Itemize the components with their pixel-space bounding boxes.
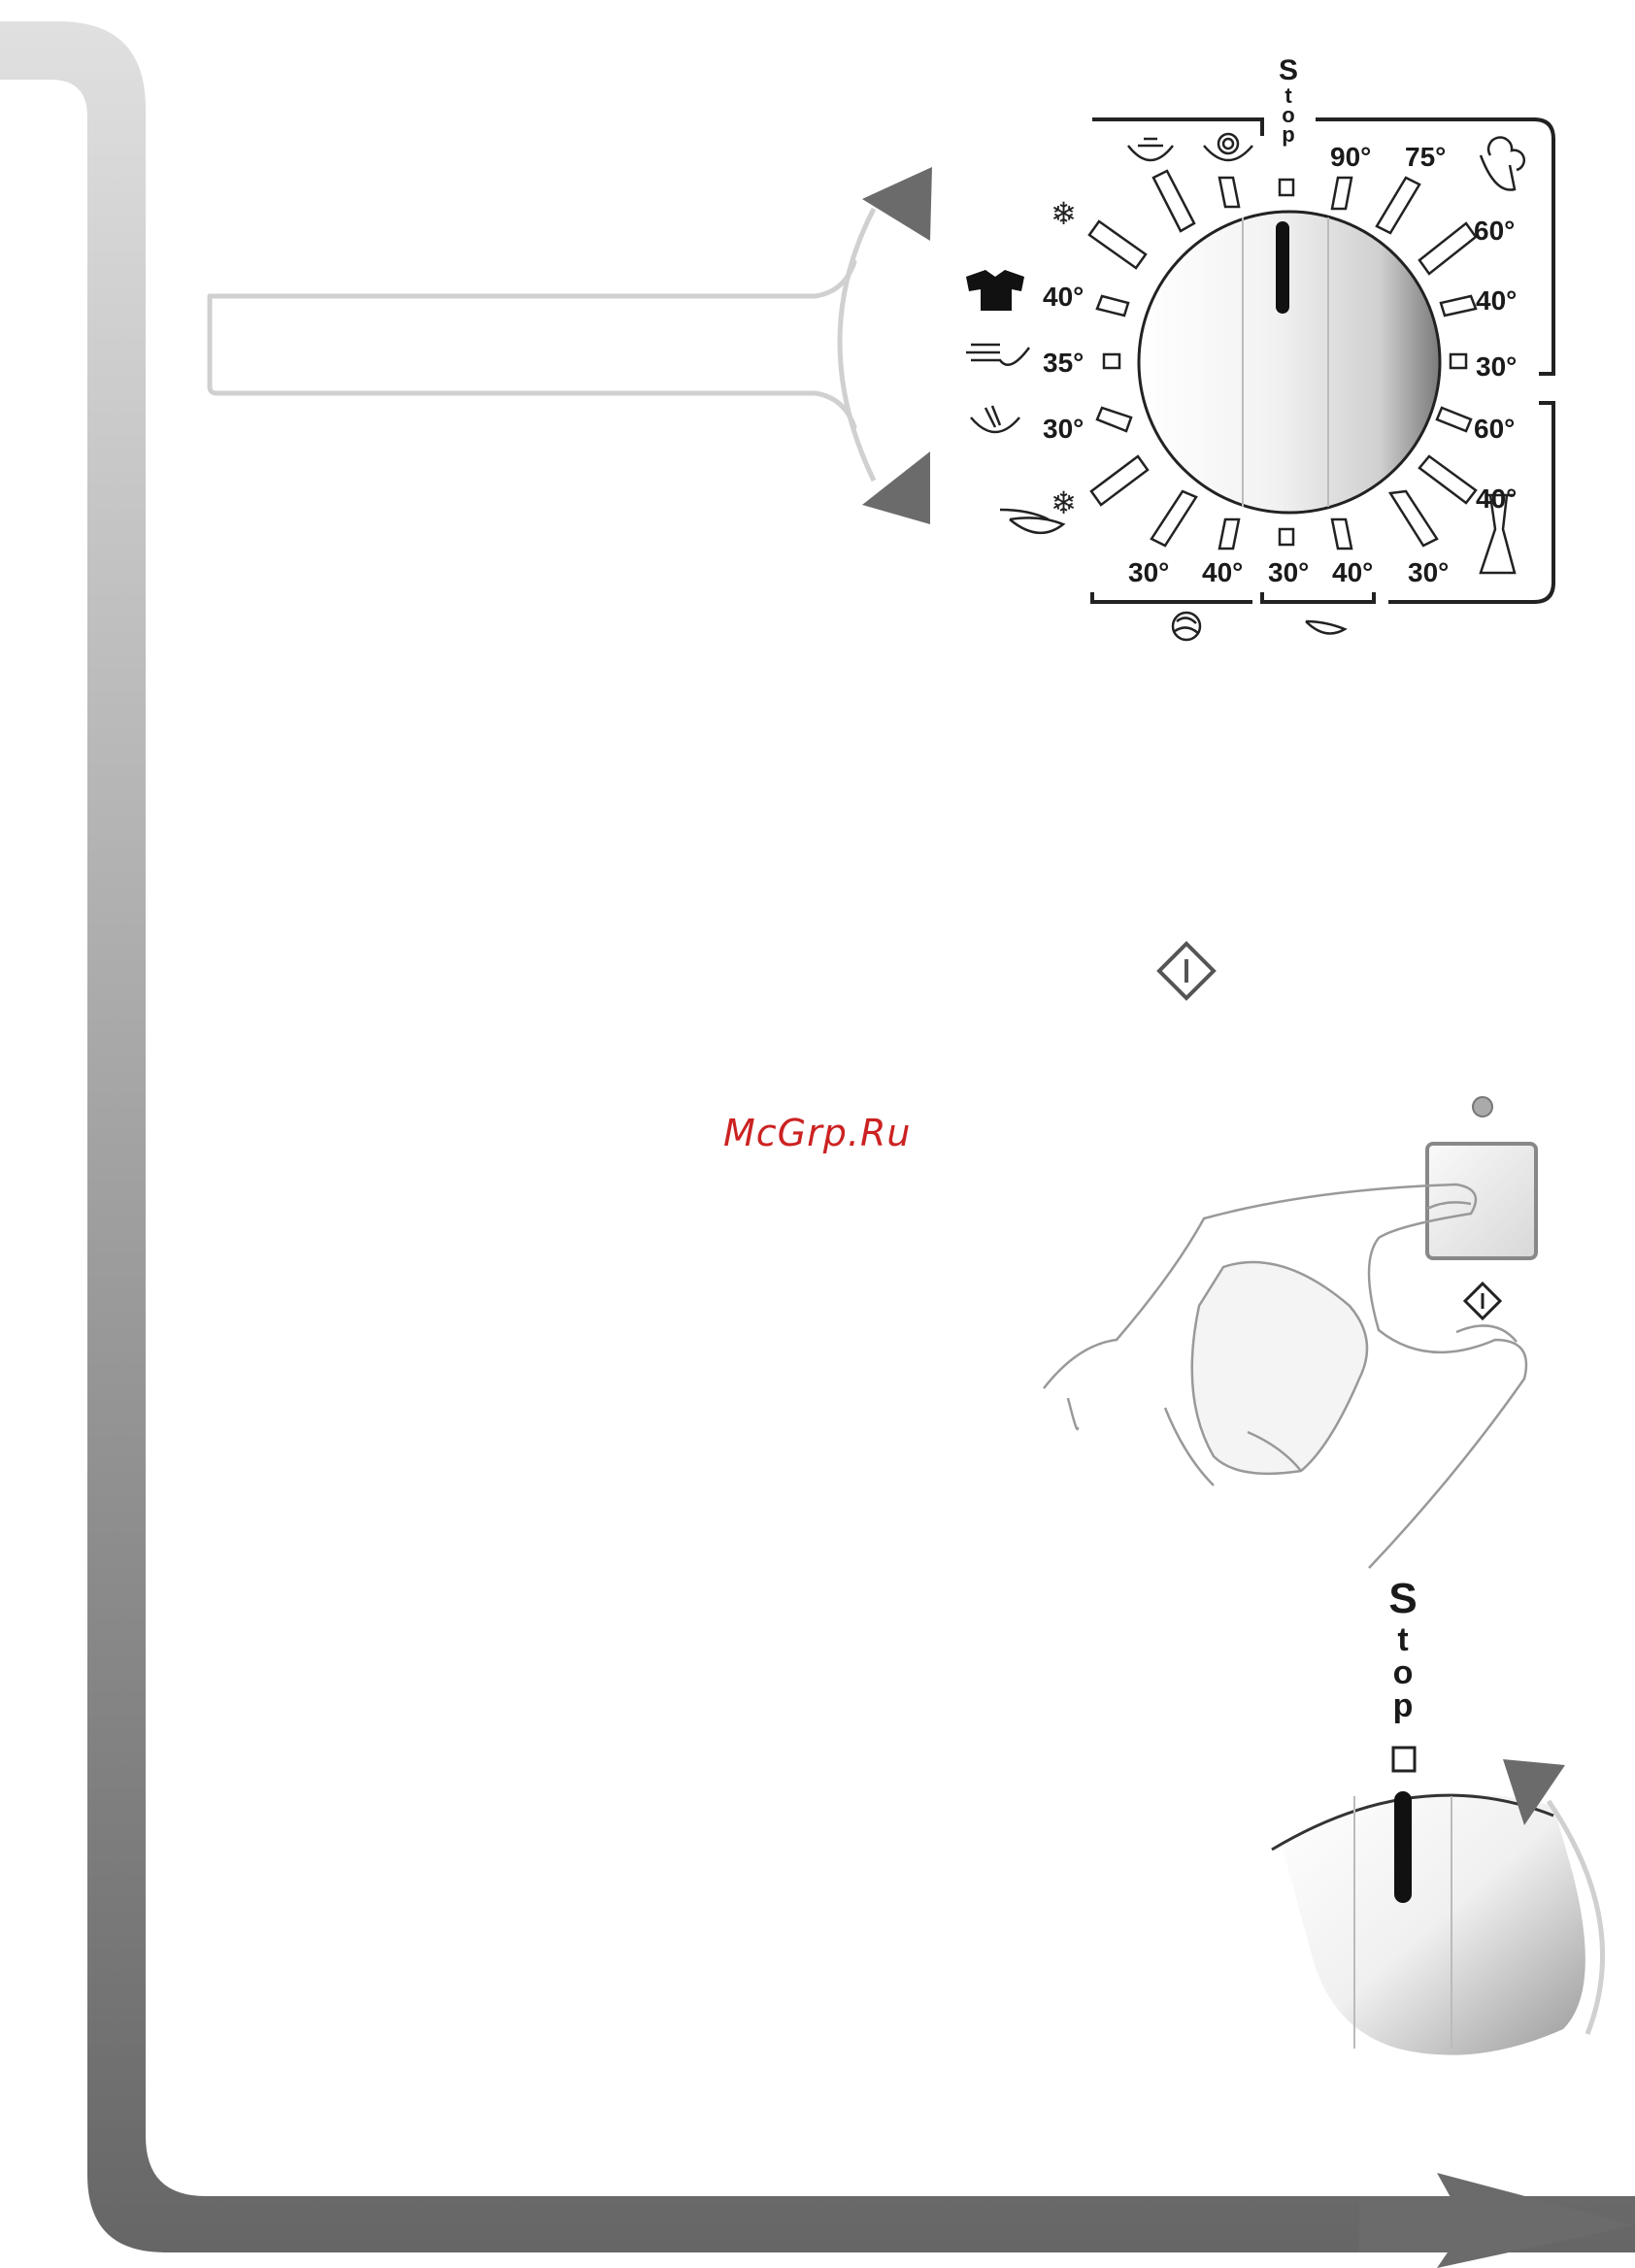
dial-temp-bottom-4: 40° — [1332, 559, 1373, 586]
knob-stop-illustration — [1272, 1748, 1603, 2055]
dial-temp-right-40b: 40° — [1476, 485, 1517, 513]
dial-temp-bottom-2: 40° — [1202, 559, 1243, 586]
dial-temp-right-40a: 40° — [1476, 287, 1517, 315]
dial-temp-left-35: 35° — [1043, 350, 1084, 377]
arrow-up-icon — [862, 167, 932, 241]
start-button-key — [1427, 1144, 1536, 1258]
snowflake-icon: ❄ — [1051, 198, 1077, 229]
dial-temp-right-30: 30° — [1476, 353, 1517, 381]
start-pause-icon-small — [1465, 1284, 1500, 1318]
watermark-text: McGrp.Ru — [723, 1112, 911, 1154]
dial-temp-right-60a: 60° — [1474, 217, 1515, 245]
arrow-down-icon — [862, 451, 930, 524]
snowflake-icon-2: ❄ — [1051, 487, 1077, 518]
dial-stop-p: p — [1274, 124, 1303, 146]
dial-temp-75: 75° — [1405, 144, 1446, 171]
indicator-led — [1473, 1097, 1492, 1117]
stop-marker — [1393, 1748, 1415, 1771]
quick-wash-icon — [966, 345, 1029, 365]
dial-temp-90: 90° — [1330, 144, 1371, 171]
dial-temp-bottom-5: 30° — [1408, 559, 1449, 586]
feather-icon — [1306, 621, 1345, 634]
knob-stop-s: S — [1384, 1578, 1422, 1620]
hand-wash-icon — [971, 406, 1019, 432]
start-pause-icon-large — [1159, 944, 1214, 998]
rinse-icon — [1128, 139, 1173, 160]
easy-care-shirt-icon — [966, 270, 1024, 311]
dial-temp-bottom-3: 30° — [1268, 559, 1309, 586]
knob-stop-p: p — [1384, 1689, 1422, 1722]
dial-stop-s: S — [1274, 56, 1303, 85]
dial-temp-left-40: 40° — [1043, 284, 1084, 311]
dial-temp-bottom-1: 30° — [1128, 559, 1169, 586]
cotton-icon — [1481, 138, 1524, 190]
spin-icon — [1204, 134, 1252, 160]
knob-stop-t: t — [1384, 1623, 1422, 1656]
dial-temp-right-60b: 60° — [1474, 416, 1515, 443]
knob-stop-o: o — [1384, 1656, 1422, 1689]
dial-temp-left-30: 30° — [1043, 416, 1084, 443]
